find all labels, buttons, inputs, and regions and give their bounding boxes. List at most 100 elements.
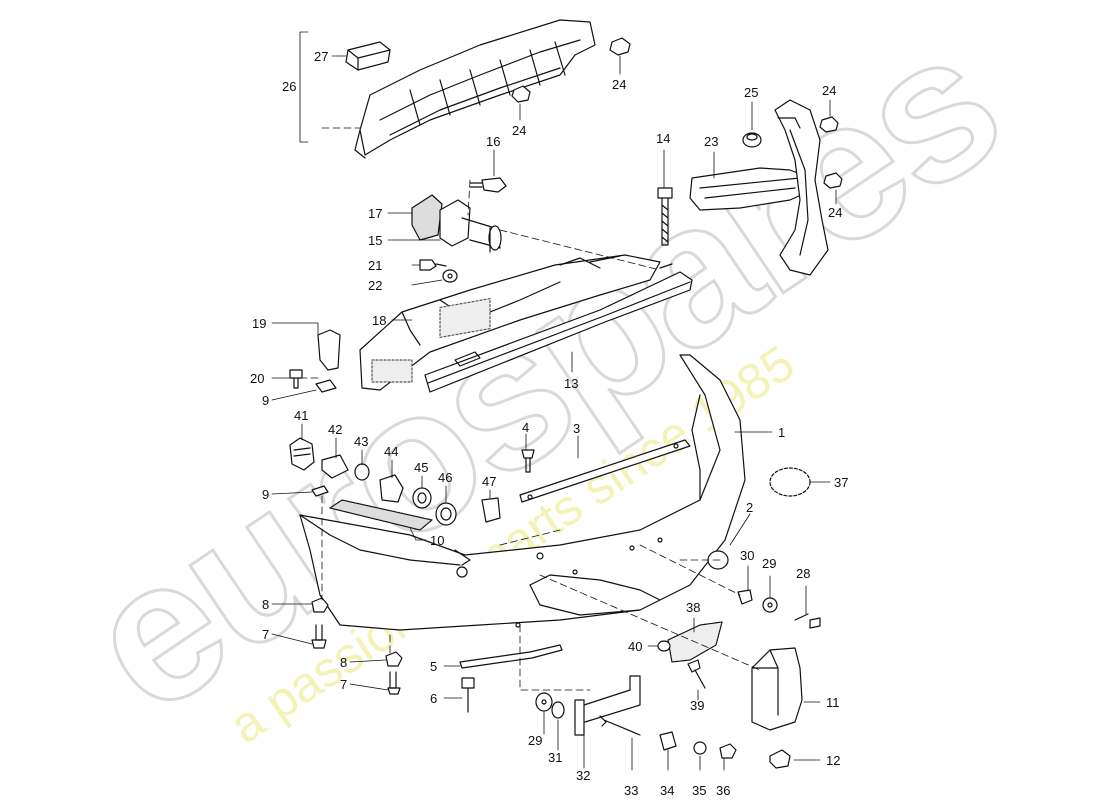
side-bracket: [689, 99, 829, 276]
callout-2: 2: [746, 500, 753, 515]
callout-28: 28: [796, 566, 810, 581]
callout-46: 46: [438, 470, 452, 485]
callout-36: 36: [716, 783, 730, 798]
callout-1: 1: [778, 425, 785, 440]
clip-9b: [311, 485, 329, 497]
callout-9a: 9: [262, 393, 269, 408]
callout-33: 33: [624, 783, 638, 798]
callout-24b: 24: [512, 123, 526, 138]
callout-44: 44: [384, 444, 398, 459]
washer-29a: [762, 597, 778, 613]
callout-3: 3: [573, 421, 580, 436]
clip-30: [737, 589, 753, 605]
callout-4: 4: [522, 420, 529, 435]
screw-20: [289, 369, 303, 389]
assembly-lines: [299, 127, 761, 691]
nut-24d: [823, 172, 843, 189]
callout-21: 21: [368, 258, 382, 273]
callout-47: 47: [482, 474, 496, 489]
callout-39: 39: [690, 698, 704, 713]
ring-45: [412, 487, 432, 509]
callout-24c: 24: [822, 83, 836, 98]
crossmember-13: [424, 263, 693, 393]
bumper-support-18: [359, 254, 661, 391]
lamp-socket-41: [289, 437, 315, 471]
nut-24c: [819, 116, 839, 133]
upper-reinforcement-bracket: [354, 19, 596, 159]
washer-29b: [535, 692, 553, 712]
callout-labels: 1 2 3 4 5 6 7 7 8 8 9 9 10 11 12 13 14 1…: [250, 49, 848, 798]
callout-30: 30: [740, 548, 754, 563]
screw-16: [469, 177, 507, 193]
callout-25: 25: [744, 85, 758, 100]
clip-9a: [315, 379, 337, 393]
grommet-25: [742, 132, 762, 148]
washer-31: [551, 701, 565, 719]
callout-31: 31: [548, 750, 562, 765]
washer-35: [693, 741, 707, 755]
callout-24a: 24: [612, 77, 626, 92]
clip-34: [659, 731, 677, 751]
grommet-46: [435, 502, 457, 526]
callout-11: 11: [826, 695, 840, 710]
screw-28: [794, 613, 821, 629]
impact-absorber-15: [439, 199, 502, 253]
lamp-holder-42: [321, 454, 349, 479]
callout-15: 15: [368, 233, 382, 248]
leader-lines: [271, 31, 837, 771]
callout-9b: 9: [262, 487, 269, 502]
callout-29b: 29: [528, 733, 542, 748]
bracket-32: [574, 675, 641, 736]
callout-14: 14: [656, 131, 670, 146]
lamp-44: [379, 474, 404, 503]
callout-13: 13: [564, 376, 578, 391]
bumper-guard-11: [751, 647, 803, 731]
callout-16: 16: [486, 134, 500, 149]
screw-21: [419, 259, 447, 271]
nut-24a: [609, 37, 631, 56]
callout-35: 35: [692, 783, 706, 798]
callout-37: 37: [834, 475, 848, 490]
bolt-12: [769, 749, 791, 769]
callout-19: 19: [252, 316, 266, 331]
connector-47: [481, 497, 501, 523]
reflector-strip-10: [329, 499, 433, 531]
bolt-36: [719, 743, 737, 759]
gasket-17: [411, 194, 443, 241]
callout-7a: 7: [262, 627, 269, 642]
callout-8b: 8: [340, 655, 347, 670]
callout-43: 43: [354, 434, 368, 449]
nut-8b: [385, 651, 403, 667]
callout-40: 40: [628, 639, 642, 654]
screw-33: [599, 715, 641, 736]
strip-3: [519, 439, 691, 503]
nut-8a: [311, 597, 329, 613]
clip-27: [345, 41, 391, 71]
callout-12: 12: [826, 753, 840, 768]
bracket-5: [459, 644, 563, 669]
expansion-rivet-6: [461, 677, 475, 713]
callout-5: 5: [430, 659, 437, 674]
nut-24b: [511, 85, 531, 103]
callout-17: 17: [368, 206, 382, 221]
callout-18: 18: [372, 313, 386, 328]
callout-22: 22: [368, 278, 382, 293]
screw-4: [521, 449, 535, 473]
callout-10: 10: [430, 533, 444, 548]
callout-34: 34: [660, 783, 674, 798]
bracket-19: [317, 329, 341, 371]
fastener-39: [687, 659, 706, 689]
callout-6: 6: [430, 691, 437, 706]
callout-23: 23: [704, 134, 718, 149]
callout-7b: 7: [340, 677, 347, 692]
bumper-cover-1: [299, 354, 746, 631]
callout-24d: 24: [828, 205, 842, 220]
washer-40: [657, 640, 671, 652]
callout-8a: 8: [262, 597, 269, 612]
screw-7a: [311, 624, 327, 649]
callout-20: 20: [250, 371, 264, 386]
callout-32: 32: [576, 768, 590, 783]
callout-45: 45: [414, 460, 428, 475]
screw-7b: [387, 671, 401, 695]
